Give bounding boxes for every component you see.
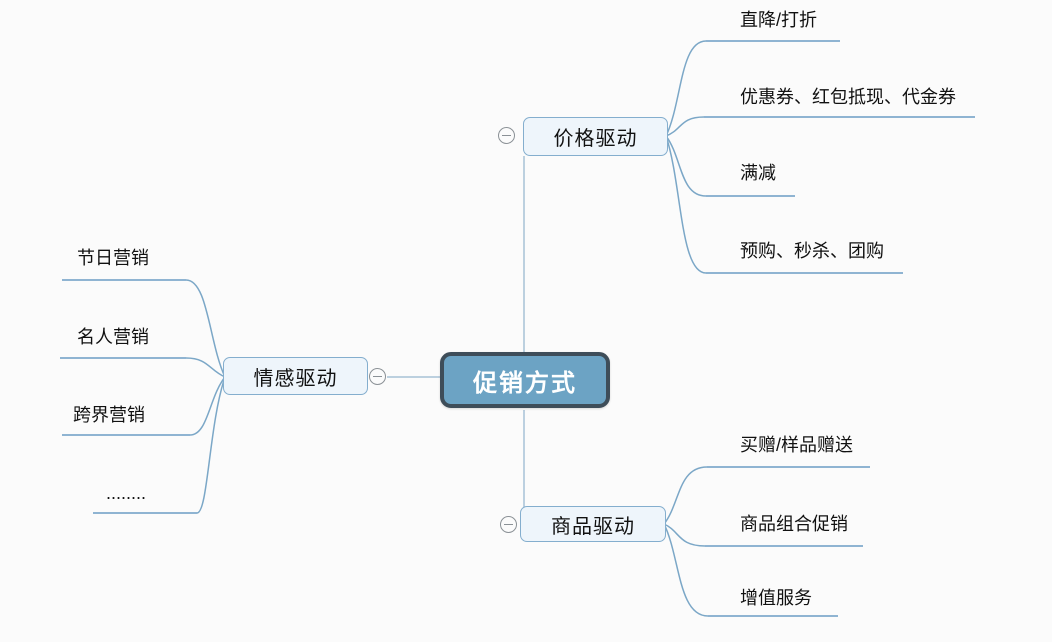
- branch-node-price-driven[interactable]: 价格驱动: [523, 117, 668, 156]
- connector-emotion-leaf1: [185, 279, 226, 378]
- leaf-node[interactable]: 直降/打折: [740, 10, 818, 30]
- connector-emotion-leaf4: [196, 376, 226, 514]
- collapse-minus-icon-product[interactable]: [500, 516, 517, 533]
- connector-emotion-leaf3: [189, 376, 226, 436]
- leaf-node[interactable]: 预购、秒杀、团购: [740, 241, 884, 261]
- collapse-minus-icon-price[interactable]: [498, 127, 515, 144]
- minus-glyph: [504, 524, 513, 525]
- minus-glyph: [502, 135, 511, 136]
- leaf-node[interactable]: ........: [106, 483, 147, 503]
- connector-product-leaf3: [663, 523, 709, 617]
- branch-node-product-driven[interactable]: 商品驱动: [520, 506, 666, 542]
- minus-glyph: [373, 376, 382, 377]
- connector-price-leaf2: [665, 116, 705, 137]
- leaf-node[interactable]: 买赠/样品赠送: [740, 435, 854, 455]
- connector-product-leaf2: [663, 523, 706, 547]
- leaf-node[interactable]: 节日营销: [77, 248, 149, 268]
- root-node-promotion-method[interactable]: 促销方式: [440, 352, 610, 408]
- collapse-minus-icon-emotion[interactable]: [369, 368, 386, 385]
- leaf-node[interactable]: 名人营销: [77, 327, 149, 347]
- leaf-node[interactable]: 优惠券、红包抵现、代金券: [740, 87, 956, 107]
- connector-price-leaf4: [665, 135, 707, 274]
- leaf-node[interactable]: 增值服务: [740, 588, 812, 608]
- branch-node-emotion-driven[interactable]: 情感驱动: [223, 357, 368, 395]
- connector-price-leaf3: [665, 135, 707, 197]
- connector-price-leaf1: [665, 40, 707, 137]
- connector-emotion-leaf2: [185, 357, 226, 378]
- leaf-node[interactable]: 商品组合促销: [740, 514, 848, 534]
- leaf-node[interactable]: 满减: [740, 163, 776, 183]
- leaf-node[interactable]: 跨界营销: [73, 405, 145, 425]
- connector-product-leaf1: [663, 466, 708, 525]
